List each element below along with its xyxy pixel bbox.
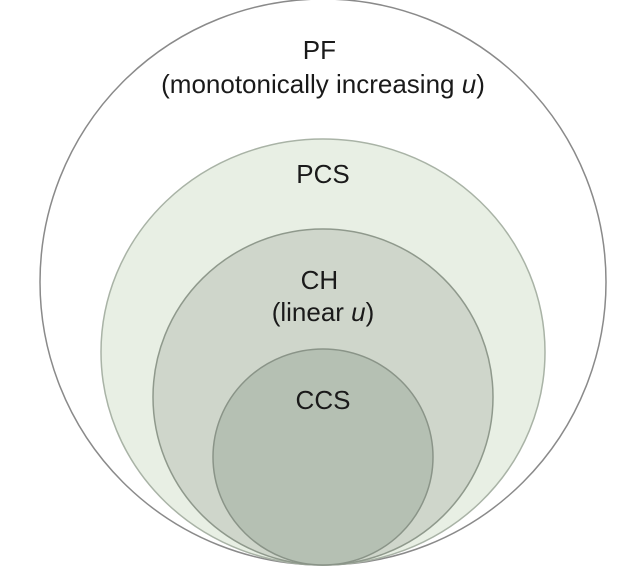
pf-label-line-1: PF xyxy=(303,35,336,65)
pf-label-line-2: (monotonically increasing u) xyxy=(161,69,485,99)
ch-label-line-2: (linear u) xyxy=(272,297,375,327)
ccs-label: CCS xyxy=(296,385,351,415)
pcs-label: PCS xyxy=(296,159,349,189)
pf-label: PF (monotonically increasing u) xyxy=(161,35,485,99)
pcs-label-line-1: PCS xyxy=(296,159,349,189)
ccs-label-line-1: CCS xyxy=(296,385,351,415)
ch-label: CH (linear u) xyxy=(272,265,375,327)
ch-label-line-1: CH xyxy=(301,265,339,295)
ccs-circle xyxy=(212,348,434,566)
